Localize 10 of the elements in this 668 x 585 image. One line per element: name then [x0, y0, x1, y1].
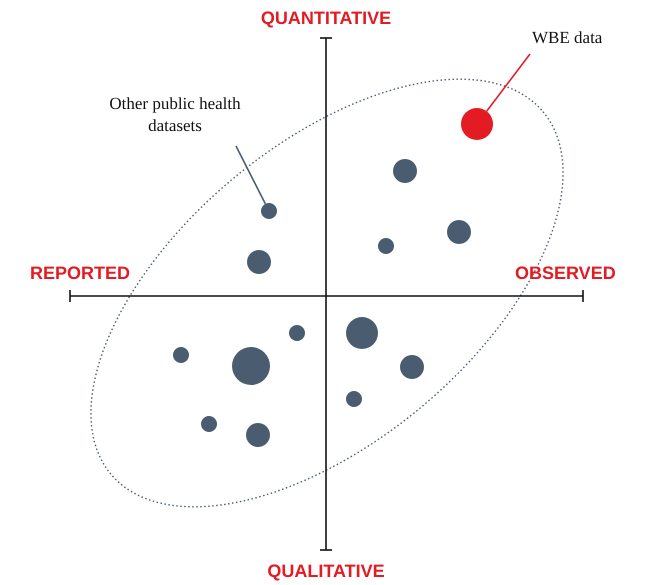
axis-label: OBSERVED [515, 263, 616, 284]
annotation-text: Other public health datasets [100, 93, 250, 137]
highlighted-data-point [461, 108, 493, 140]
axis-label: REPORTED [30, 263, 130, 284]
axis-label: QUALITATIVE [267, 561, 385, 582]
data-point [261, 203, 277, 219]
axis-label: QUANTITATIVE [260, 8, 392, 29]
leader-line [486, 54, 531, 112]
leader-line [235, 146, 266, 204]
annotation-text: WBE data [532, 27, 612, 49]
